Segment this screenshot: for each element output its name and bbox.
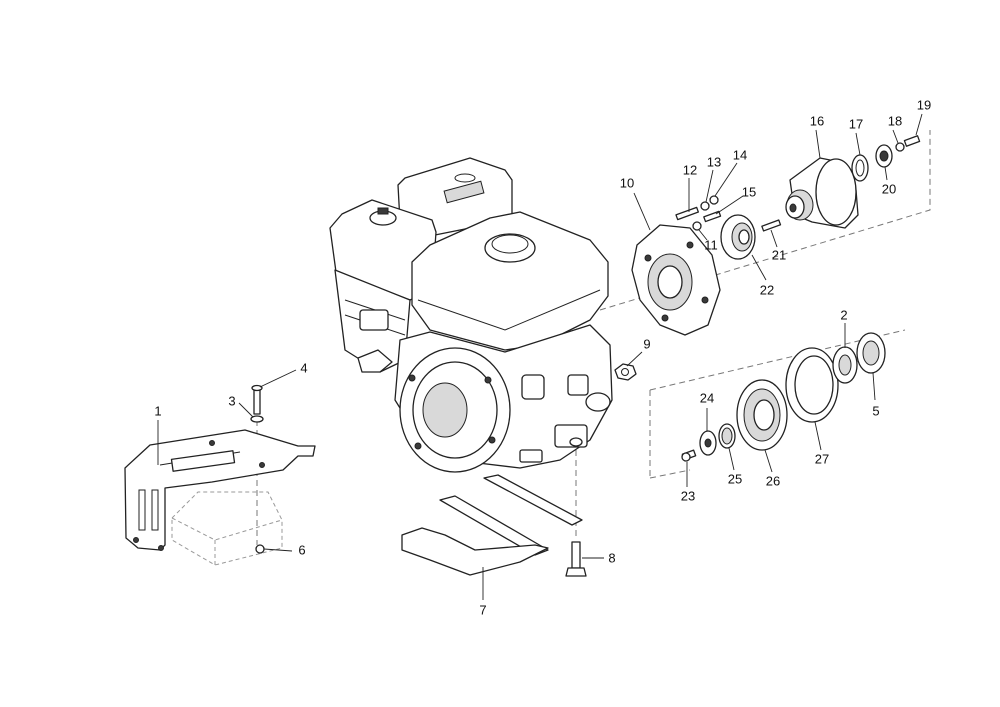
callout-12: 12: [683, 162, 697, 177]
callout-21: 21: [772, 247, 786, 262]
part-4-bolt: [253, 387, 261, 415]
fuel-filler-cap: [484, 233, 536, 263]
part-8-bolt: [565, 541, 587, 577]
callout-23: 23: [681, 488, 695, 503]
part-3-washer: [250, 415, 264, 423]
part-11-washer: [692, 221, 702, 231]
part-9-nut: [614, 363, 637, 381]
part-17-ring: [851, 154, 869, 182]
part-19-bolt: [903, 135, 921, 147]
callout-8: 8: [608, 550, 615, 565]
callout-3: 3: [228, 393, 235, 408]
callout-14: 14: [733, 147, 747, 162]
callout-18: 18: [888, 113, 902, 128]
callout-13: 13: [707, 154, 721, 169]
callout-19: 19: [917, 97, 931, 112]
callout-25: 25: [728, 471, 742, 486]
callout-16: 16: [810, 113, 824, 128]
callout-17: 17: [849, 116, 863, 131]
lower-drive-assembly: [681, 332, 886, 462]
part-16-clutch-drum: [785, 157, 859, 229]
callout-20: 20: [882, 181, 896, 196]
callout-26: 26: [766, 473, 780, 488]
callout-labels: 1 2 3 4 5 6 7 8 9 10 11 12 13 14 15 16 1…: [154, 97, 931, 617]
callout-1: 1: [154, 403, 161, 418]
callout-15: 15: [742, 184, 756, 199]
part-10-flange-housing: [631, 224, 721, 336]
part-13-washer: [700, 201, 710, 211]
part-18-washer: [895, 142, 905, 152]
base-skid: [401, 527, 549, 576]
ghost-mounted-unit: [171, 491, 283, 566]
callout-2: 2: [840, 307, 847, 322]
part-22-bearing: [720, 214, 756, 260]
fuel-tank: [411, 211, 609, 351]
callout-7: 7: [479, 602, 486, 617]
callout-5: 5: [872, 403, 879, 418]
part-6-nut: [255, 544, 265, 554]
shaft-hardware: [675, 195, 722, 231]
callout-9: 9: [643, 336, 650, 351]
callout-24: 24: [700, 390, 714, 405]
callout-6: 6: [298, 542, 305, 557]
engine: [329, 157, 613, 473]
bracket-hardware: [250, 384, 265, 554]
callout-4: 4: [300, 360, 307, 375]
part-7-base-plates: [401, 474, 583, 576]
part-1-bracket: [124, 429, 316, 551]
part-12-stud: [675, 206, 700, 221]
callout-22: 22: [760, 282, 774, 297]
part-21-key: [761, 219, 782, 232]
callout-27: 27: [815, 451, 829, 466]
callout-10: 10: [620, 175, 634, 190]
drum-end-hardware: [851, 135, 921, 182]
callout-11: 11: [704, 237, 718, 252]
starter-handle: [357, 349, 393, 373]
part-14-nut: [709, 195, 719, 205]
leader-lines: [157, 113, 923, 600]
